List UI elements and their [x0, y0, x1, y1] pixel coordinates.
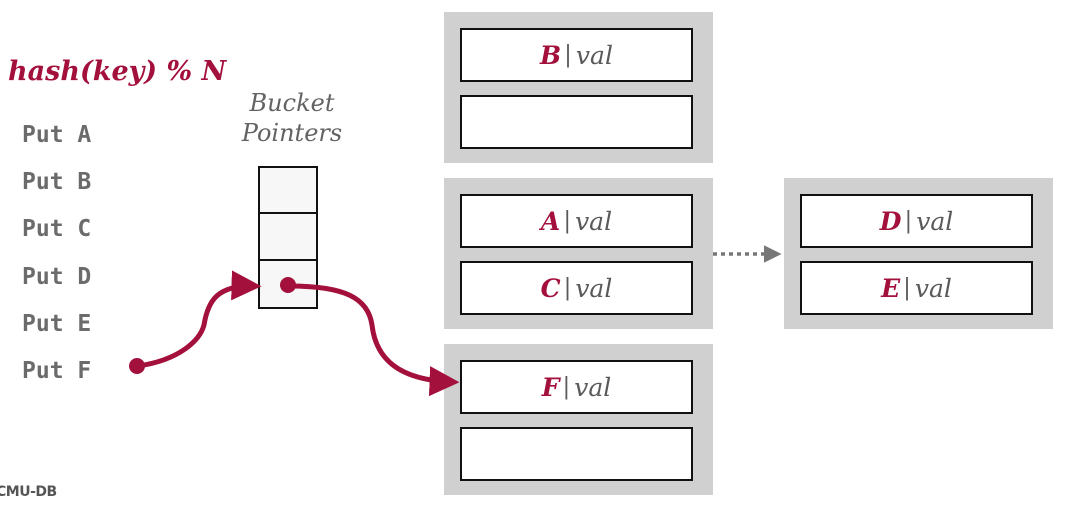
pointer-dot	[280, 277, 296, 293]
bucket-slot: D|val	[800, 194, 1033, 248]
slot-value: val	[575, 40, 613, 70]
bucket-slot-empty	[460, 427, 693, 481]
bucket-middle: A|val C|val	[444, 178, 713, 329]
operation-put-b: Put B	[22, 169, 92, 196]
bucket-pointers-label: Bucket Pointers	[222, 88, 362, 148]
operations-list: Put A Put B Put C Put D Put E Put F	[22, 112, 91, 395]
slot-value: val	[916, 206, 954, 236]
slot-separator: |	[903, 275, 911, 301]
bucket-pointers-label-line1: Bucket	[249, 89, 335, 117]
operation-put-f: Put F	[22, 358, 92, 385]
bucket-pointers-label-line2: Pointers	[241, 119, 343, 147]
slot-key: D	[879, 206, 902, 236]
bucket-overflow: D|val E|val	[784, 178, 1053, 329]
slot-value: val	[575, 206, 613, 236]
slot-key: C	[540, 273, 561, 303]
bucket-pointer-slot	[260, 168, 316, 215]
operation-put-c: Put C	[22, 216, 92, 243]
slot-key: F	[541, 372, 560, 402]
bucket-pointer-slot	[260, 214, 316, 261]
arrow-put-f-to-pointer	[137, 270, 262, 369]
operation-put-a: Put A	[22, 122, 92, 148]
slot-separator: |	[564, 42, 572, 68]
operation-put-d: Put D	[22, 263, 92, 290]
slot-key: E	[881, 273, 901, 303]
bucket-slot: B|val	[460, 28, 693, 82]
slot-key: A	[540, 206, 561, 236]
bucket-slot: F|val	[460, 360, 693, 414]
bucket-slot: C|val	[460, 261, 693, 315]
slot-separator: |	[562, 374, 571, 400]
slot-separator: |	[563, 208, 572, 234]
slot-value: val	[575, 273, 613, 303]
bucket-slot: E|val	[800, 261, 1033, 315]
operation-put-e: Put E	[22, 310, 92, 337]
slot-key: B	[540, 40, 562, 70]
slot-separator: |	[563, 275, 572, 301]
bucket-slot: A|val	[460, 194, 693, 248]
cmu-db-logo: CMU-DB	[0, 484, 57, 500]
bucket-top: B|val	[444, 12, 713, 163]
arrow-pointer-to-bucket	[288, 283, 460, 397]
slot-value: val	[914, 273, 952, 303]
arrow-origin-dot	[129, 358, 145, 374]
bucket-bottom: F|val	[444, 344, 713, 495]
hash-function-label: hash(key) % N	[8, 56, 227, 87]
bucket-slot-empty	[460, 95, 693, 149]
slot-value: val	[574, 372, 612, 402]
slot-separator: |	[904, 208, 913, 234]
